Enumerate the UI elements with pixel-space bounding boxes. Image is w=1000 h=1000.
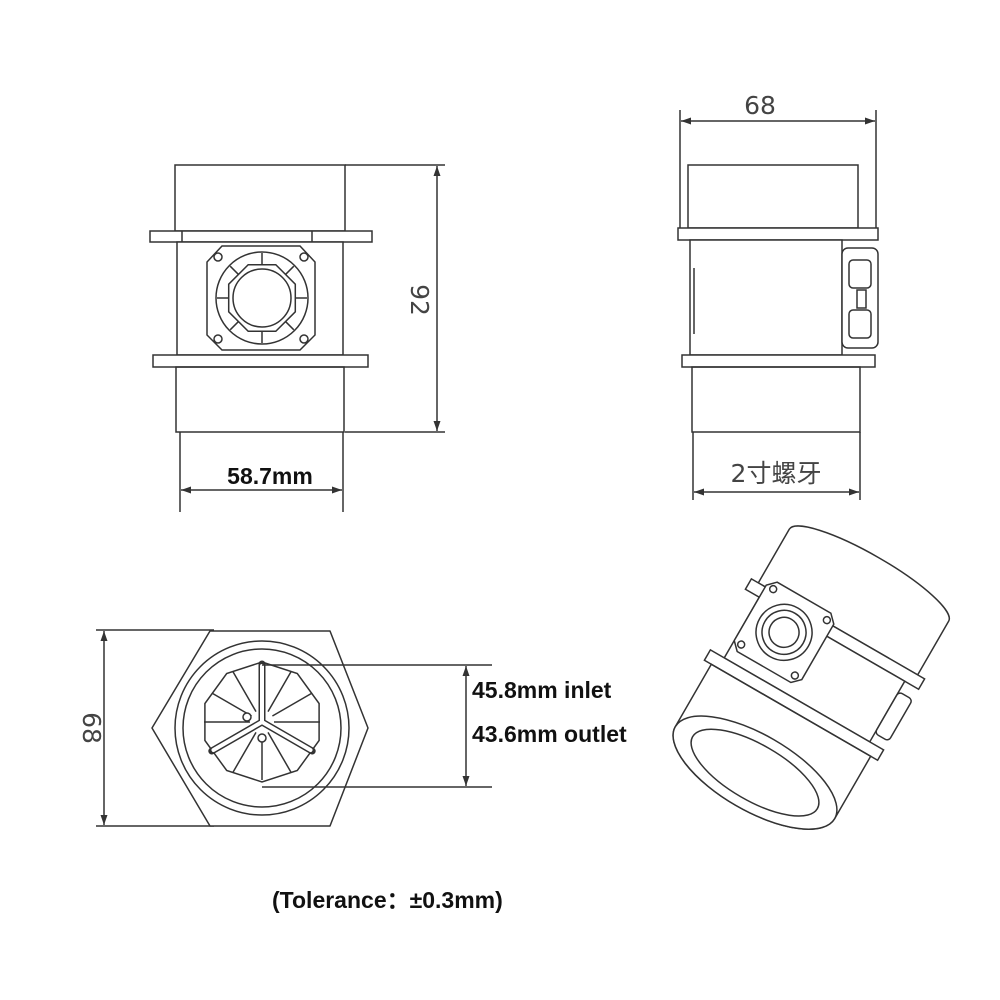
isometric-view <box>672 525 950 830</box>
thread-size-label: 2寸螺牙 <box>731 459 822 488</box>
side-connector <box>841 247 879 349</box>
end-view: 68 <box>77 629 627 827</box>
bore-dimension: 45.8mm inlet 43.6mm outlet <box>262 664 627 788</box>
side-top-flange <box>677 227 879 241</box>
connector-latch <box>856 289 867 309</box>
front-top-thread <box>174 164 346 232</box>
width-dimension-68-top: 68 <box>679 91 877 236</box>
port-outer-ring <box>215 251 309 345</box>
impeller-hub-arms <box>208 660 316 755</box>
height-label: 92 <box>405 284 434 316</box>
hub-pin <box>257 733 267 743</box>
front-bottom-flange <box>152 354 369 368</box>
plate-hole <box>736 640 746 649</box>
port-ticks <box>217 253 307 343</box>
iso-plate-outline <box>733 581 835 684</box>
connector-cap-upper <box>848 259 872 289</box>
front-view: 92 58.7mm <box>149 164 445 512</box>
height-dimension-92: 92 <box>345 164 445 433</box>
plate-hole <box>768 584 778 594</box>
side-top-thread <box>687 164 859 229</box>
front-sensor-plate <box>206 245 316 351</box>
plate-hole <box>213 252 223 262</box>
iso-port-middle <box>761 609 807 656</box>
end-height-label: 68 <box>77 712 106 744</box>
thread-size-dimension: 2寸螺牙 <box>692 432 861 500</box>
iso-sensor-plate <box>733 581 835 684</box>
iso-bore-opening <box>690 728 820 817</box>
port-inner-circle <box>232 268 292 328</box>
plate-hole <box>299 334 309 344</box>
outlet-label: 43.6mm outlet <box>472 721 627 747</box>
side-body <box>689 239 843 356</box>
connector-cap-lower <box>848 309 872 339</box>
end-inner-ring <box>182 648 342 808</box>
tolerance-note: (Tolerance：±0.3mm) <box>272 887 503 913</box>
inlet-label: 45.8mm inlet <box>472 677 612 703</box>
front-bottom-thread <box>175 366 345 433</box>
iso-port-outer <box>755 603 813 662</box>
side-width-label: 68 <box>744 91 776 120</box>
port-octagon <box>227 263 297 333</box>
hub-pin <box>242 712 252 722</box>
plate-hole <box>822 615 832 625</box>
end-outer-ring <box>174 640 350 816</box>
iso-upper-thread <box>757 525 950 676</box>
plate-hole <box>790 671 800 680</box>
side-view: 68 2寸螺牙 <box>677 91 879 500</box>
iso-connector <box>875 692 912 741</box>
side-bottom-thread <box>691 366 861 433</box>
height-dimension-68-end: 68 <box>77 629 214 827</box>
impeller <box>204 660 320 783</box>
side-bottom-flange <box>681 354 876 368</box>
plate-hole <box>213 334 223 344</box>
iso-port-inner <box>768 616 800 649</box>
plate-hole <box>299 252 309 262</box>
front-top-flange <box>149 230 373 243</box>
width-dimension-58-7: 58.7mm <box>179 432 344 512</box>
width-label: 58.7mm <box>227 463 313 489</box>
